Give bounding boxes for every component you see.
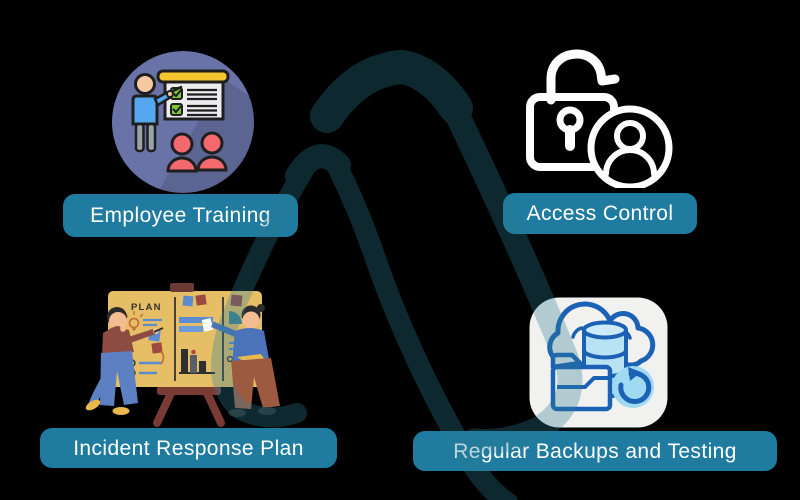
padlock-open-shackle [546,49,620,105]
user-silhouette [603,120,657,177]
person-left-thinking [85,307,164,415]
label-incident-response-plan: Incident Response Plan [40,428,337,468]
easel-stand [153,386,225,427]
label-access-control: Access Control [503,193,697,234]
lightbulb-doodle [128,317,140,329]
whiteboard [156,69,230,121]
label-employee-training: Employee Training [63,194,298,237]
label-text: Incident Response Plan [73,436,304,460]
sticky-note [230,294,243,307]
watermark-large-peak [310,49,473,133]
backup-folder [550,352,613,412]
whiteboard-header-bar [156,69,230,84]
board-column-dividers [174,297,224,381]
sticky-note [151,342,163,354]
plan-title-text: PLAN [131,302,162,313]
watermark-small-peak [285,144,351,188]
board-middle-column [179,294,215,374]
presentation-training-icon [112,51,254,193]
board-clip [170,283,194,292]
keyhole [556,106,584,151]
team-planning-board-illustration: PLAN [85,283,280,427]
person-right-presenting [201,304,280,417]
label-regular-backups-and-testing: Regular Backups and Testing [413,431,777,471]
label-text: Access Control [526,202,674,225]
bar-chart-sketch [179,349,215,374]
label-text: Employee Training [90,204,271,227]
presenter-figure [131,73,183,153]
cloud-database-backup-restore-icon [529,297,668,428]
sticky-note [182,295,194,307]
audience-figures [166,131,228,173]
unlocked-padlock-user-icon [526,49,673,188]
label-text: Regular Backups and Testing [453,439,737,463]
refresh-arrowhead [628,367,641,381]
restore-refresh-badge [612,366,654,408]
sticky-note [195,294,207,306]
